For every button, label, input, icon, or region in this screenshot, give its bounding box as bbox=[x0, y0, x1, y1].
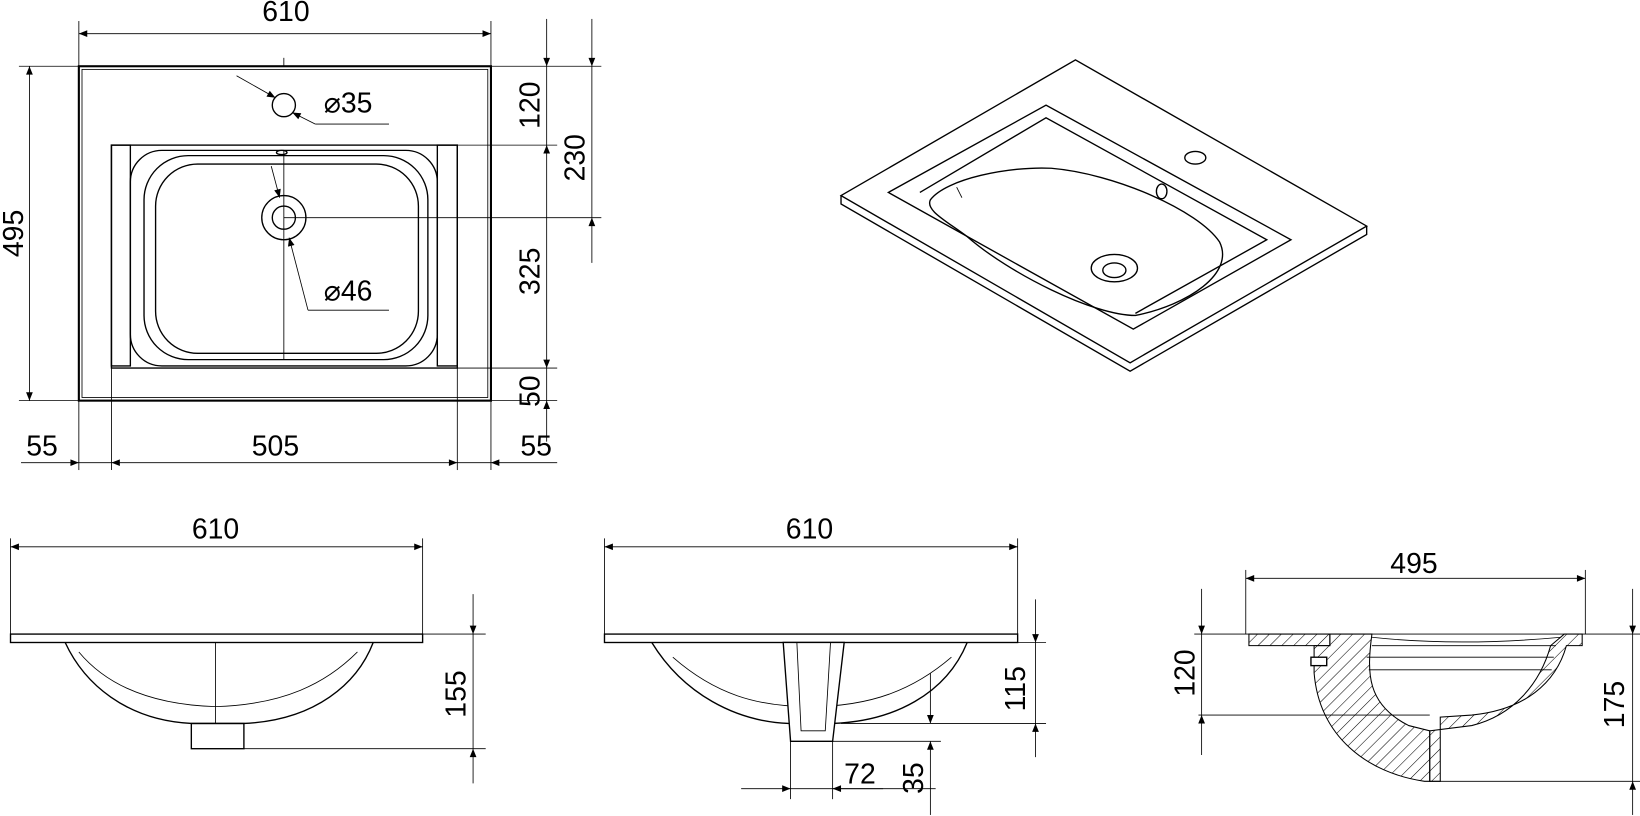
front-dim-height: 155 bbox=[441, 670, 473, 717]
dim-side-left: 55 bbox=[26, 430, 58, 462]
tap-hole-diameter-label: ⌀35 bbox=[324, 88, 373, 120]
dim-side-right: 55 bbox=[520, 430, 552, 462]
section-dim-depth: 495 bbox=[1390, 548, 1437, 580]
iso-countertop bbox=[839, 59, 1369, 364]
section-view: 495 120 175 bbox=[1169, 548, 1640, 815]
bowl-rim bbox=[143, 154, 429, 361]
overflow-hole bbox=[275, 149, 288, 156]
side-dim-outlet-height: 35 bbox=[898, 762, 930, 794]
side-dim-height: 115 bbox=[1000, 666, 1032, 711]
iso-overflow bbox=[1155, 183, 1168, 200]
dim-drain-offset: 230 bbox=[560, 134, 592, 181]
front-dim-width: 610 bbox=[192, 513, 239, 545]
tap-hole bbox=[271, 92, 297, 118]
dim-width-total: 610 bbox=[262, 0, 309, 28]
drain-diameter-label: ⌀46 bbox=[324, 276, 373, 308]
front-drain-pipe bbox=[190, 722, 245, 750]
iso-bowl-recess bbox=[886, 104, 1293, 330]
dim-front-margin: 50 bbox=[514, 375, 546, 407]
dim-bowl-depth: 325 bbox=[514, 248, 546, 295]
front-slab bbox=[9, 633, 424, 644]
section-bowl-wall-right bbox=[1429, 633, 1583, 782]
dim-bowl-width: 505 bbox=[252, 430, 299, 462]
section-dim-total-height: 175 bbox=[1599, 681, 1631, 728]
dim-depth-total: 495 bbox=[0, 210, 30, 257]
iso-bowl bbox=[928, 167, 1224, 317]
countertop-outline bbox=[77, 65, 492, 402]
iso-tap-hole bbox=[1184, 150, 1207, 165]
section-dim-bowl-depth: 120 bbox=[1169, 649, 1201, 696]
isometric-view bbox=[839, 59, 1369, 372]
side-dim-width: 610 bbox=[786, 513, 833, 545]
side-view: 610 115 72 35 bbox=[603, 513, 1047, 815]
dim-tap-offset: 120 bbox=[514, 81, 546, 128]
front-view: 610 155 bbox=[9, 513, 486, 784]
front-bowl bbox=[64, 642, 374, 725]
side-overflow-outlet bbox=[782, 641, 845, 743]
side-slab bbox=[603, 633, 1019, 644]
bowl-inner bbox=[154, 163, 420, 355]
plan-view: 610 495 120 230 325 50 55 505 bbox=[0, 0, 602, 471]
side-dim-outlet-width: 72 bbox=[844, 758, 876, 790]
iso-drain bbox=[1090, 253, 1139, 283]
section-bowl-wall-left bbox=[1313, 633, 1431, 782]
